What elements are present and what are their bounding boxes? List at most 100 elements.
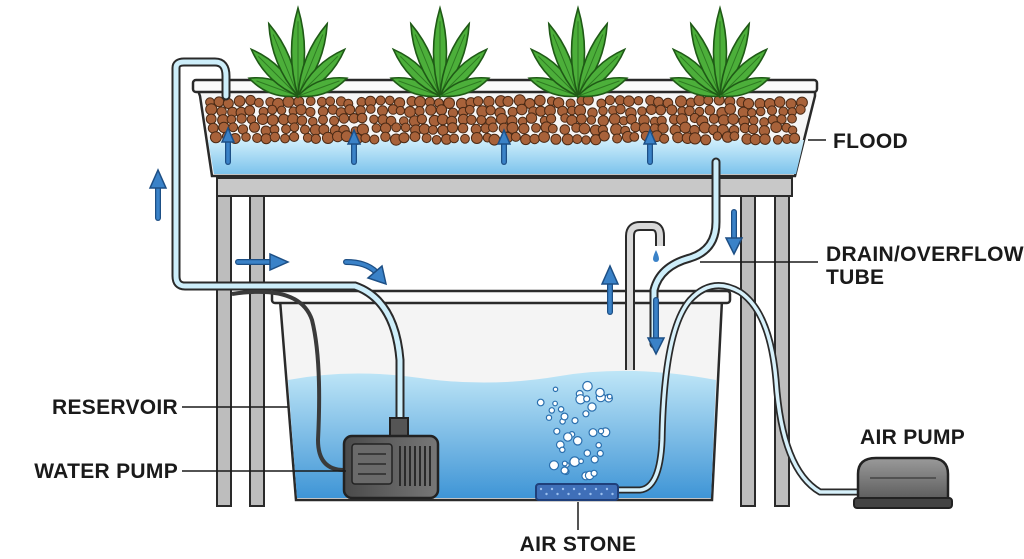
clay-pebble xyxy=(785,98,797,110)
clay-pebble xyxy=(598,130,610,142)
bubble xyxy=(595,387,605,398)
clay-pebble xyxy=(679,121,692,134)
bubble xyxy=(583,449,592,457)
clay-pebble xyxy=(789,132,801,144)
flow-arrow-tray-4 xyxy=(642,128,658,165)
clay-pebble xyxy=(546,113,557,124)
clay-pebble xyxy=(550,133,562,145)
clay-pebble xyxy=(608,113,621,126)
clay-pebble xyxy=(457,122,469,134)
clay-pebble xyxy=(547,123,558,134)
clay-pebble xyxy=(749,133,762,146)
bubble xyxy=(590,469,598,477)
clay-pebble xyxy=(428,124,438,135)
flow-arrow-right-2 xyxy=(343,259,388,286)
label-air-stone: AIR STONE xyxy=(520,533,637,556)
clay-pebble xyxy=(276,105,287,116)
clay-pebble xyxy=(776,114,787,125)
clay-pebble xyxy=(483,95,495,108)
stone-pore xyxy=(561,487,565,491)
clay-pebble xyxy=(755,106,766,117)
clay-pebble xyxy=(672,131,684,144)
clay-pebble xyxy=(612,133,623,144)
flow-arrow-up-left xyxy=(148,168,168,221)
clay-pebble xyxy=(778,106,789,117)
clay-pebble xyxy=(774,96,786,108)
bubble xyxy=(571,417,579,425)
clay-pebble xyxy=(269,131,281,143)
bubble xyxy=(596,449,604,457)
bubble xyxy=(578,458,584,465)
air-stone-icon xyxy=(535,483,619,501)
clay-pebble xyxy=(338,113,350,124)
clay-pebble xyxy=(759,133,771,145)
water-drop-icon xyxy=(653,250,659,262)
clay-pebble xyxy=(366,104,376,114)
stone-pore xyxy=(572,487,576,491)
bubble xyxy=(560,412,569,421)
leaf-vein xyxy=(719,34,746,97)
bubble xyxy=(548,460,560,471)
clay-pebble xyxy=(646,104,657,115)
clay-pebble xyxy=(236,113,247,124)
clay-pebble xyxy=(321,131,335,144)
clay-pebble xyxy=(385,95,395,106)
clay-pebble xyxy=(518,123,530,135)
clay-pebble xyxy=(377,105,388,117)
bubble xyxy=(572,435,583,446)
clay-pebble xyxy=(464,104,475,115)
bubble xyxy=(557,405,565,413)
clay-pebble xyxy=(398,132,410,144)
clay-pebble xyxy=(421,133,432,144)
bubble xyxy=(606,393,613,400)
leaf-vein xyxy=(414,34,441,97)
leader-lines xyxy=(182,139,826,530)
clay-pebble xyxy=(510,131,521,142)
clay-pebble xyxy=(747,123,759,135)
clay-pebble xyxy=(708,113,720,125)
clay-pebble xyxy=(310,133,321,144)
leaf-vein xyxy=(257,55,299,97)
clay-pebble xyxy=(418,123,430,135)
stone-pore xyxy=(578,492,581,496)
clay-pebble xyxy=(688,132,702,145)
clay-pebble xyxy=(615,104,626,115)
clay-pebble xyxy=(409,131,421,143)
clay-pebble xyxy=(538,131,550,143)
clay-pebble xyxy=(576,113,587,125)
bubble-icon xyxy=(536,380,613,481)
flow-arrow-tray-1 xyxy=(220,126,236,165)
clay-pebble xyxy=(727,113,740,125)
clay-pebble xyxy=(267,104,278,115)
clay-pebble xyxy=(281,124,292,135)
clay-pebble xyxy=(325,96,336,107)
clay-pebble xyxy=(561,133,574,146)
clay-pebble xyxy=(787,113,797,124)
air-pump-icon xyxy=(853,456,953,509)
flow-arrow-down-drain xyxy=(724,209,744,256)
leaf-vein xyxy=(679,55,721,97)
clay-pebble xyxy=(581,135,591,145)
clay-pebble xyxy=(252,133,263,143)
bubble xyxy=(558,446,566,454)
leaf-vein xyxy=(577,80,620,97)
clay-pebble xyxy=(305,96,316,106)
clay-pebble xyxy=(712,131,723,141)
clay-pebble xyxy=(205,113,217,125)
clay-pebble xyxy=(485,105,496,116)
clay-pebble xyxy=(507,106,518,117)
clay-pebble xyxy=(226,114,237,125)
bubble xyxy=(582,410,590,418)
stone-pore xyxy=(611,492,614,496)
clay-pebble xyxy=(244,105,256,116)
clay-pebble xyxy=(766,105,778,116)
clay-pebble xyxy=(772,135,783,145)
clay-pebble xyxy=(770,121,783,133)
clay-pebble xyxy=(369,114,379,125)
leaf-vein xyxy=(719,80,762,97)
clay-pebble xyxy=(629,132,640,142)
clay-pebble xyxy=(472,96,484,107)
clay-pebble xyxy=(559,124,571,135)
clay-pebble xyxy=(369,134,380,145)
